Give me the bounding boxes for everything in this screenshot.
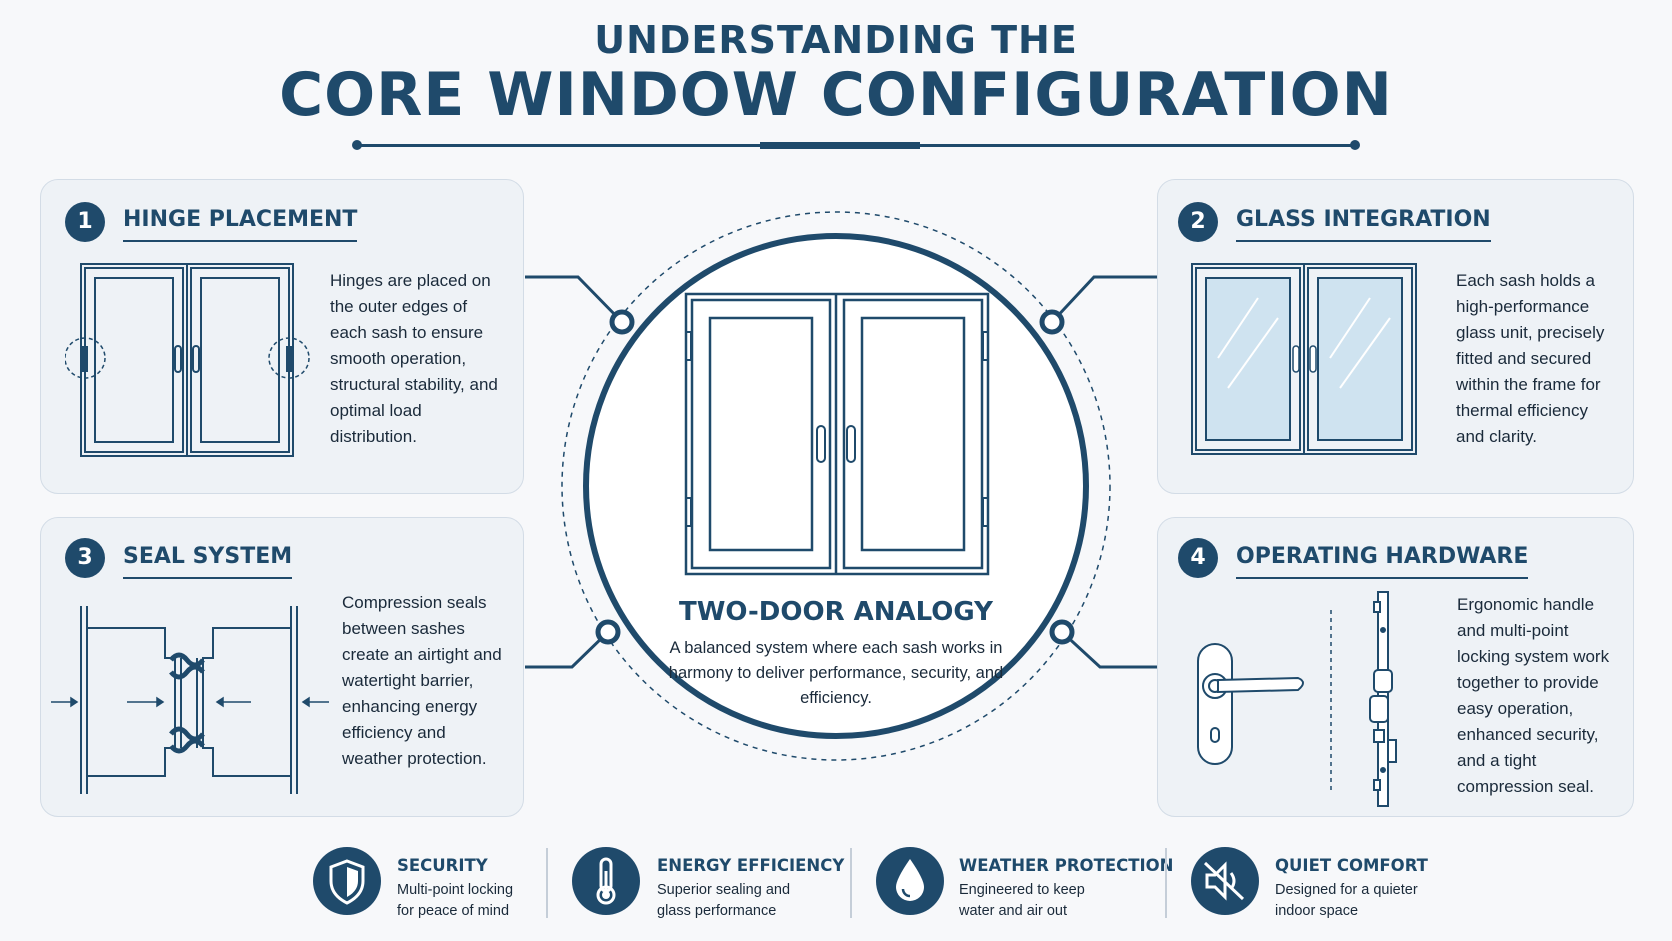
- water-drop-icon: [876, 847, 944, 915]
- compression-arrows: [51, 696, 329, 708]
- panel-number: 1: [65, 202, 105, 242]
- feature-description: Designed for a quieter indoor space: [1275, 882, 1418, 919]
- feature-description: Superior sealing and glass performance: [657, 882, 791, 919]
- panel-title: HINGE PLACEMENT: [123, 207, 358, 242]
- divider-accent: [760, 142, 920, 149]
- panel-title: OPERATING HARDWARE: [1236, 544, 1529, 579]
- connector-nodes: [595, 309, 1075, 645]
- connector-3: [525, 630, 610, 669]
- connector-2: [1050, 275, 1157, 324]
- panel-seal-system: 3 SEAL SYSTEM Compression seals between …: [40, 517, 524, 817]
- panel-number: 3: [65, 538, 105, 578]
- panel-description: Hinges are placed on the outer edges of …: [330, 271, 498, 446]
- panel-number: 4: [1178, 538, 1218, 578]
- center-title: TWO-DOOR ANALOGY: [679, 597, 993, 627]
- thermometer-icon: [572, 847, 640, 915]
- panel-title: SEAL SYSTEM: [123, 544, 293, 579]
- panel-description: Ergonomic handle and multi-point locking…: [1457, 595, 1610, 796]
- center-description: A balanced system where each sash works …: [668, 639, 1004, 707]
- panel-glass-integration: 2 GLASS INTEGRATION Each sash holds a hi…: [1157, 179, 1634, 494]
- center-window-illustration: [684, 292, 990, 576]
- divider-dot-left: [352, 140, 362, 150]
- hinge-window-illustration: [65, 263, 310, 457]
- connector-1: [525, 275, 624, 324]
- feature-separator: [850, 848, 852, 918]
- connector-lines: [525, 275, 1157, 669]
- seal-profile-illustration: [51, 606, 329, 794]
- panel-hinge-placement: 1 HINGE PLACEMENT Hinges are placed on t…: [40, 179, 524, 494]
- hinge-callouts: [65, 337, 310, 379]
- panel-title: GLASS INTEGRATION: [1236, 207, 1491, 242]
- feature-title: WEATHER PROTECTION: [959, 856, 1174, 875]
- glass-window-illustration: [1191, 263, 1417, 455]
- multi-point-lock-icon: [1369, 591, 1397, 807]
- hardware-illustration: [1197, 591, 1397, 807]
- connector-4: [1060, 630, 1157, 669]
- feature-separator: [546, 848, 548, 918]
- panel-number: 2: [1178, 202, 1218, 242]
- muted-speaker-icon: [1191, 847, 1259, 915]
- outer-dashed-ring: [561, 211, 1111, 761]
- page-title: CORE WINDOW CONFIGURATION: [279, 60, 1393, 130]
- panel-description: Each sash holds a high-performance glass…: [1456, 271, 1605, 446]
- page-subtitle: UNDERSTANDING THE: [594, 18, 1078, 62]
- feature-title: QUIET COMFORT: [1275, 856, 1428, 875]
- feature-separator: [1165, 848, 1167, 918]
- shield-icon: [313, 847, 381, 915]
- divider-dot-right: [1350, 140, 1360, 150]
- feature-description: Multi-point locking for peace of mind: [397, 882, 514, 919]
- feature-title: ENERGY EFFICIENCY: [657, 856, 845, 875]
- feature-description: Engineered to keep water and air out: [959, 882, 1085, 919]
- handle-icon: [1197, 643, 1304, 765]
- panel-description: Compression seals between sashes create …: [342, 593, 502, 768]
- feature-title: SECURITY: [397, 856, 488, 875]
- panel-operating-hardware: 4 OPERATING HARDWARE Ergonomic handle an…: [1157, 517, 1634, 817]
